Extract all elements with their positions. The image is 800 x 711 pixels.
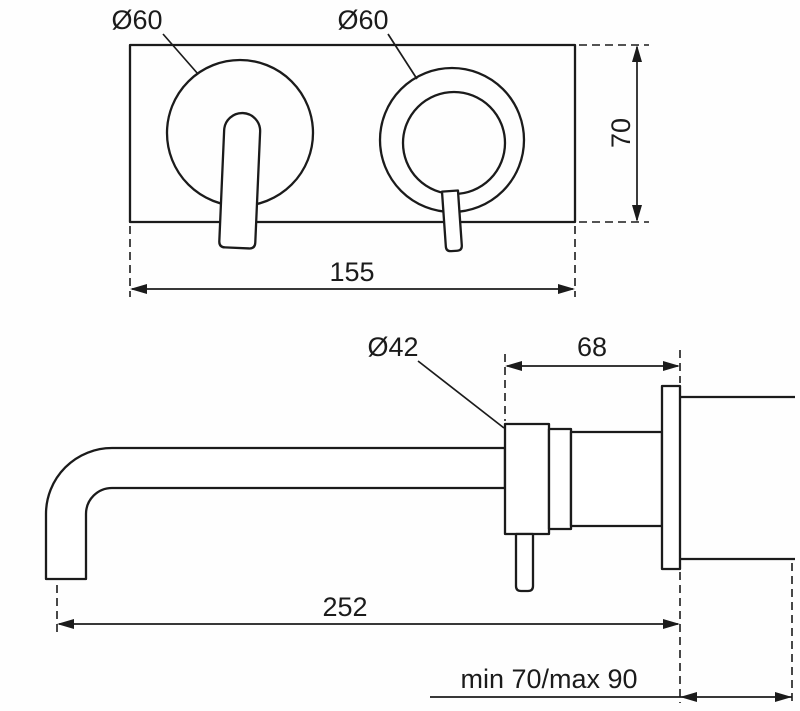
wall-depth-arrowhead-left [680,692,697,702]
side-view: Ø42 68 252 min 70/max 90 [44,332,795,703]
reach-arrowhead-right [663,619,680,629]
right-handle-inner-ring [401,90,507,196]
right-diameter-leader-line [387,33,418,80]
height-arrowhead-top [632,45,642,62]
cartridge-depth-label: 68 [577,332,607,362]
spout-body-rear [569,430,664,528]
spout-diameter-label: Ø42 [367,332,418,362]
wall-depth-arrowhead-right [775,692,792,702]
spout-outline [44,446,507,581]
reach-arrowhead-left [57,619,74,629]
spout-reach-label: 252 [322,592,367,622]
mounting-plate-outline [128,43,577,224]
spout-body-ring [547,427,573,531]
left-diameter-label: Ø60 [111,5,162,35]
right-handle-stem [440,189,463,253]
spout-diameter-leader-line [417,360,505,429]
control-stem [514,532,535,593]
cartridge-arrowhead-right [663,361,680,371]
width-arrowhead-right [558,284,575,294]
right-diameter-label: Ø60 [337,5,388,35]
height-arrowhead-bottom [632,205,642,222]
height-label: 70 [606,118,636,148]
left-handle-lever [218,111,262,250]
width-label: 155 [329,257,374,287]
cartridge-arrowhead-left [505,361,522,371]
left-diameter-leader-line [162,33,199,75]
spout-body-front [503,422,551,536]
width-arrowhead-left [130,284,147,294]
top-view: Ø60 Ø60 70 155 [111,5,649,297]
wall-flange [660,384,682,571]
wall-depth-label: min 70/max 90 [460,664,637,694]
